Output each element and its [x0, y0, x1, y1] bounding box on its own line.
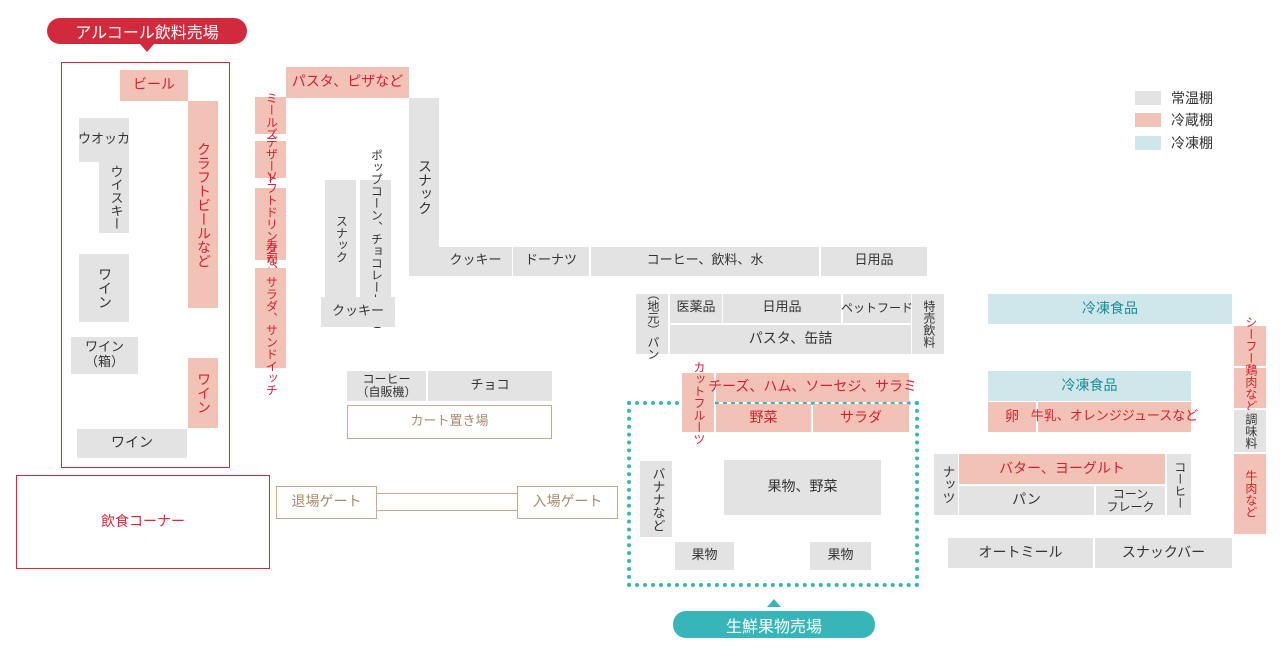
legend-chilled-label: 冷蔵棚 — [1171, 113, 1213, 129]
shelf-seafood: シーフード — [1234, 316, 1266, 376]
legend-frozen: 冷凍棚 — [1135, 133, 1213, 153]
shelf-coffee-right: コーヒー — [1167, 454, 1191, 515]
chilled-swatch — [1135, 113, 1161, 127]
shelf-choco: チョコ — [428, 371, 552, 401]
shelf-snack-bar: スナックバー — [1095, 538, 1232, 568]
shelf-beef: 牛肉など — [1234, 454, 1266, 534]
alcohol-section-label: アルコール飲料売場 — [47, 18, 247, 44]
shelf-sushi: 寿司、サラダ、サンドイッチ — [255, 240, 286, 396]
shelf-wine-bottom: ワイン — [77, 429, 187, 458]
shelf-soft-drinks: ソフトドリンクなど — [255, 170, 286, 278]
entrance-gate: 入場ゲート — [517, 486, 618, 519]
shelf-snack-tall: スナック — [409, 98, 439, 276]
fresh-section-label: 生鮮果物売場 — [673, 611, 875, 638]
shelf-coffee-drinks: コーヒー、飲料、水 — [591, 247, 819, 276]
shelf-chicken: 鶏肉など — [1234, 364, 1266, 412]
shelf-pasta-pizza: パスタ、ピザなど — [286, 67, 409, 98]
alcohol-label-pointer — [140, 44, 154, 52]
shelf-wine-red: ワイン — [188, 358, 218, 428]
fresh-section-outline — [627, 401, 919, 587]
ambient-swatch — [1135, 91, 1161, 105]
shelf-beer: ビール — [120, 70, 188, 101]
shelf-wine-box: ワイン （箱） — [71, 337, 138, 374]
shelf-frozen-1: 冷凍食品 — [988, 294, 1232, 324]
shelf-local-bread: （地元）パン — [636, 288, 668, 360]
shelf-egg: 卵 — [988, 402, 1036, 432]
shelf-pet-food: ペットフード — [841, 294, 913, 323]
shelf-seasoning: 調味料 — [1234, 410, 1266, 452]
shelf-butter: バター、ヨーグルト — [959, 454, 1165, 484]
shelf-banana: バナナなど — [640, 461, 672, 537]
shelf-donuts: ドーナツ — [513, 247, 589, 276]
legend-ambient-label: 常温棚 — [1171, 91, 1213, 107]
gate-lane-bottom — [377, 510, 517, 511]
shelf-medicine: 医薬品 — [670, 294, 722, 323]
shelf-special-drinks: 特売飲料 — [912, 294, 944, 354]
shelf-vegetables: 野菜 — [716, 404, 811, 432]
frozen-swatch — [1135, 136, 1161, 150]
shelf-fruit-1: 果物 — [675, 542, 734, 570]
shelf-frozen-2: 冷凍食品 — [988, 371, 1191, 401]
legend-chilled: 冷蔵棚 — [1135, 110, 1213, 130]
shelf-popcorn: ポップコーン、チョコレートなど — [360, 149, 391, 329]
shelf-vodka: ウオッカ — [78, 118, 130, 162]
legend-ambient: 常温棚 — [1135, 88, 1213, 108]
shelf-fruit-veg: 果物、野菜 — [724, 460, 881, 515]
eating-corner: 飲食コーナー — [16, 475, 270, 569]
shelf-salad: サラダ — [813, 404, 909, 432]
shelf-bread: パン — [959, 486, 1094, 515]
shelf-daily-goods-top: 日用品 — [821, 247, 927, 276]
cart-area: カート置き場 — [347, 405, 552, 439]
shelf-cookie-top: クッキー — [439, 247, 512, 276]
exit-gate: 退場ゲート — [276, 486, 377, 519]
shelf-dessert: デザート — [255, 136, 286, 184]
alcohol-section-outline — [61, 62, 230, 468]
legend-frozen-label: 冷凍棚 — [1171, 136, 1213, 152]
shelf-milk: 牛乳、オレンジジュースなど — [1031, 402, 1198, 432]
shelf-cut-fruit: カットフルーツ — [682, 361, 714, 445]
shelf-snack-mid: スナック — [325, 180, 356, 297]
shelf-cornflakes: コーン フレーク — [1096, 486, 1165, 515]
shelf-nuts: ナッツ — [934, 454, 958, 515]
gate-lane-top — [377, 493, 517, 494]
shelf-wine-1: ワイン — [79, 254, 129, 322]
shelf-coffee-vending: コーヒー （自販機） — [347, 371, 426, 401]
shelf-cookie-mid: クッキー — [321, 297, 395, 327]
shelf-meals: ミールズ — [255, 92, 286, 140]
shelf-cheese-ham: チーズ、ハム、ソーセジ、サラミ — [708, 373, 917, 402]
fresh-label-pointer — [767, 599, 781, 607]
shelf-whisky: ウイスキー — [99, 162, 129, 233]
shelf-pasta-cans: パスタ、缶詰 — [670, 325, 911, 354]
shelf-daily-goods: 日用品 — [723, 294, 841, 323]
shelf-craft-beer: クラフトビールなど — [188, 101, 218, 308]
shelf-oatmeal: オートミール — [948, 538, 1093, 568]
shelf-fruit-2: 果物 — [810, 542, 871, 570]
